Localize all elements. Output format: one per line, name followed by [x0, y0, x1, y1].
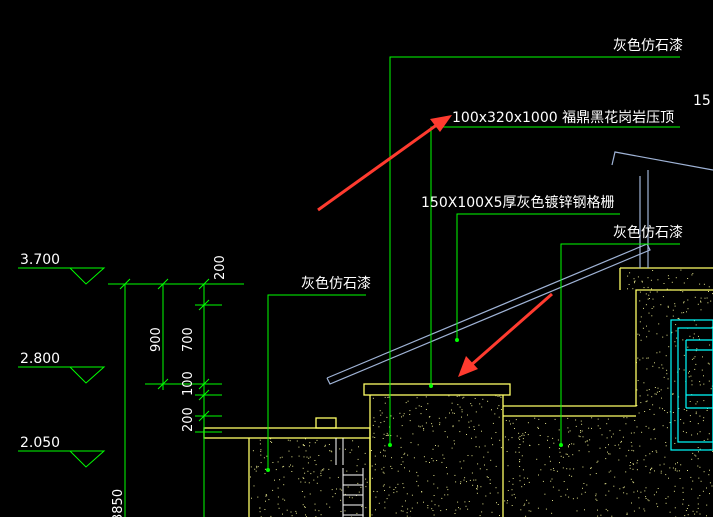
label-paint-right: 灰色仿石漆	[613, 224, 683, 241]
dim-200-top: 200	[213, 255, 228, 280]
dim-700: 700	[181, 327, 196, 352]
leader-lines	[18, 56, 680, 517]
dim-900: 900	[149, 327, 164, 352]
ladder	[335, 438, 364, 517]
level-3700: 3.700	[20, 252, 60, 268]
left-deck-slab	[203, 427, 371, 439]
sloped-canopy	[326, 151, 713, 385]
label-granite-coping: 100x320x1000 福鼎黑花岗岩压顶	[452, 110, 674, 126]
right-step-outline	[503, 289, 713, 407]
dim-100: 100	[181, 371, 196, 396]
red-arrowhead-bottom	[458, 356, 478, 377]
structure-outlines	[203, 267, 713, 517]
level-2800: 2.800	[20, 351, 60, 367]
annotation-text: 灰色仿石漆 100x320x1000 福鼎黑花岗岩压顶 15 150X100X5…	[20, 37, 711, 517]
level-2050: 2.050	[20, 435, 60, 451]
red-arrow-top	[317, 122, 439, 212]
cyan-detail	[670, 319, 713, 451]
label-paint-top: 灰色仿石漆	[613, 37, 683, 54]
red-arrows	[317, 115, 553, 377]
label-grating: 150X100X5厚灰色镀锌钢格栅	[421, 194, 615, 211]
granite-coping	[363, 383, 511, 396]
label-cut-number: 15	[693, 93, 711, 109]
concrete-speckle-fill	[250, 269, 713, 517]
dim-3850: 3850	[111, 489, 126, 517]
dim-200-bottom: 200	[181, 407, 196, 432]
label-paint-left: 灰色仿石漆	[301, 275, 371, 292]
red-arrowhead-top	[430, 115, 452, 132]
red-arrow-bottom	[469, 292, 553, 368]
deck-cap	[315, 417, 337, 429]
